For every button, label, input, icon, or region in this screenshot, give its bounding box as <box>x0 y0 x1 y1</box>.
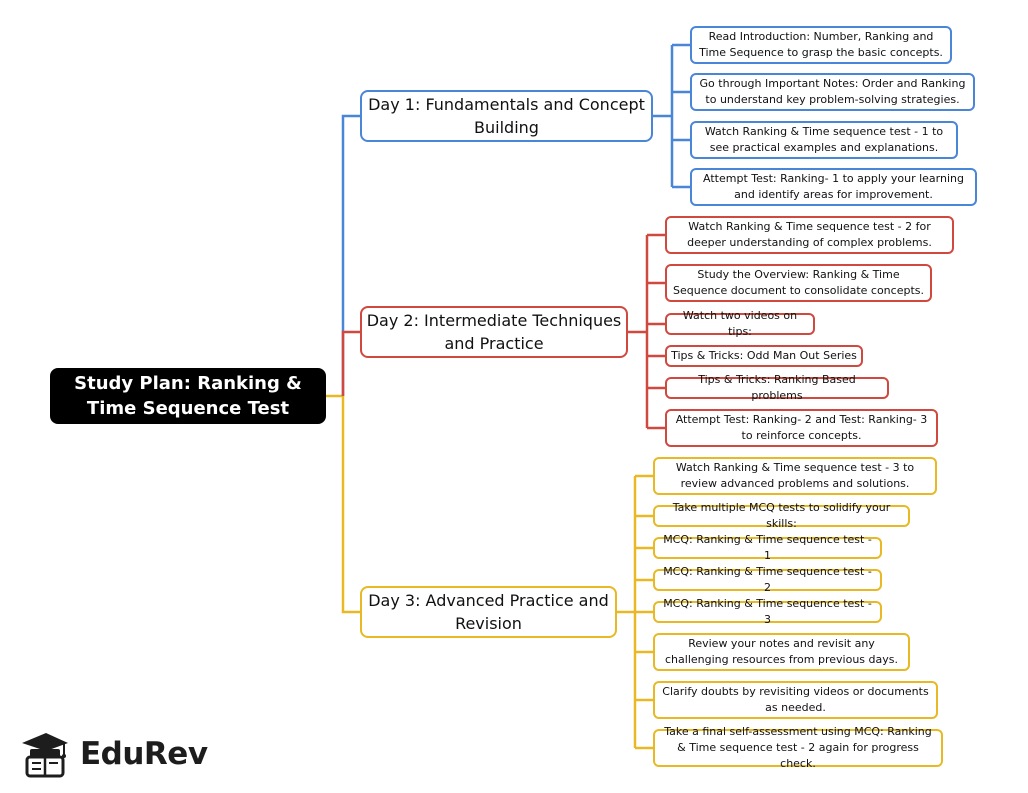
day-2-node: Day 2: Intermediate Techniques and Pract… <box>360 306 628 358</box>
day-3-label: Day 3: Advanced Practice and Revision <box>368 591 609 633</box>
task-text: Attempt Test: Ranking- 1 to apply your l… <box>703 172 964 201</box>
day-3-task: MCQ: Ranking & Time sequence test - 1 <box>653 533 882 562</box>
edurev-logo: EduRev <box>18 724 218 784</box>
day-3-task: MCQ: Ranking & Time sequence test - 3 <box>653 597 882 626</box>
task-text: Watch Ranking & Time sequence test - 3 t… <box>675 461 915 490</box>
task-text: Watch two videos on tips: <box>682 309 798 338</box>
task-text: Watch Ranking & Time sequence test - 1 t… <box>704 125 944 154</box>
task-text: Review your notes and revisit any challe… <box>665 637 898 666</box>
day-2-task: Attempt Test: Ranking- 2 and Test: Ranki… <box>665 409 938 447</box>
task-text: Clarify doubts by revisiting videos or d… <box>662 685 929 714</box>
task-text: Tips & Tricks: Ranking Based problems <box>698 373 856 402</box>
task-text: Attempt Test: Ranking- 2 and Test: Ranki… <box>675 413 928 442</box>
day-3-task: MCQ: Ranking & Time sequence test - 2 <box>653 565 882 594</box>
day-3-node: Day 3: Advanced Practice and Revision <box>360 586 617 638</box>
logo-text: EduRev <box>80 736 208 772</box>
day-3-task: Review your notes and revisit any challe… <box>653 633 910 671</box>
root-node: Study Plan: Ranking & Time Sequence Test <box>50 368 326 424</box>
day-1-task: Go through Important Notes: Order and Ra… <box>690 73 975 111</box>
day-3-task: Watch Ranking & Time sequence test - 3 t… <box>653 457 937 495</box>
day-1-task: Attempt Test: Ranking- 1 to apply your l… <box>690 168 977 206</box>
day-3-task: Take multiple MCQ tests to solidify your… <box>653 501 910 530</box>
day-2-task: Tips & Tricks: Odd Man Out Series <box>665 345 863 367</box>
day-2-task: Study the Overview: Ranking & Time Seque… <box>665 264 932 302</box>
day-1-label: Day 1: Fundamentals and Concept Building <box>368 95 645 137</box>
day-3-connector <box>341 396 360 614</box>
day-1-task: Read Introduction: Number, Ranking and T… <box>690 26 952 64</box>
task-text: Study the Overview: Ranking & Time Seque… <box>672 268 924 297</box>
day-2-task: Watch two videos on tips: <box>665 309 815 338</box>
task-text: Go through Important Notes: Order and Ra… <box>699 77 966 106</box>
task-text: Take multiple MCQ tests to solidify your… <box>672 501 891 530</box>
day-2-task: Watch Ranking & Time sequence test - 2 f… <box>665 216 954 254</box>
day-1-connector <box>341 114 360 396</box>
day-3-task: Clarify doubts by revisiting videos or d… <box>653 681 938 719</box>
task-text: Take a final self-assessment using MCQ: … <box>664 725 932 770</box>
task-text: MCQ: Ranking & Time sequence test - 2 <box>663 565 872 594</box>
task-text: Watch Ranking & Time sequence test - 2 f… <box>687 220 932 249</box>
day-3-task: Take a final self-assessment using MCQ: … <box>653 725 943 770</box>
task-text: MCQ: Ranking & Time sequence test - 3 <box>663 597 872 626</box>
day-2-label: Day 2: Intermediate Techniques and Pract… <box>366 311 622 353</box>
root-node-label: Study Plan: Ranking & Time Sequence Test <box>74 373 302 419</box>
graduation-cap-icon <box>22 733 68 778</box>
day-2-connector <box>341 330 360 396</box>
task-text: Tips & Tricks: Odd Man Out Series <box>671 349 857 362</box>
day-1-node: Day 1: Fundamentals and Concept Building <box>360 90 653 142</box>
task-text: MCQ: Ranking & Time sequence test - 1 <box>663 533 872 562</box>
day-1-task: Watch Ranking & Time sequence test - 1 t… <box>690 121 958 159</box>
task-text: Read Introduction: Number, Ranking and T… <box>699 30 943 59</box>
day-2-task: Tips & Tricks: Ranking Based problems <box>665 373 889 402</box>
